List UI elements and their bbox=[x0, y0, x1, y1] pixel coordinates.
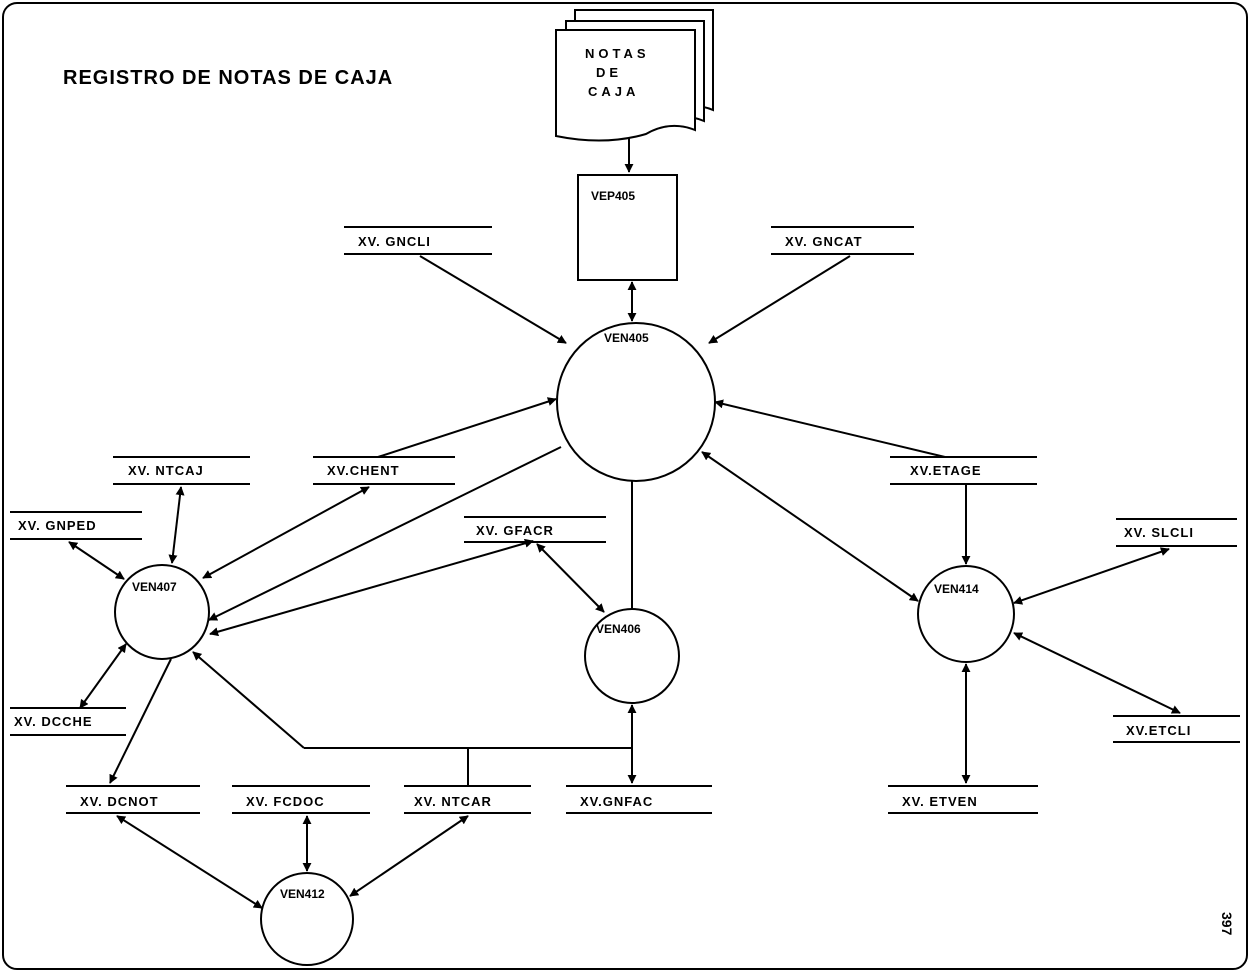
flow-etage-to-ven405 bbox=[714, 399, 946, 458]
store-label-fcdoc: XV. FCDOC bbox=[246, 794, 325, 809]
store-label-slcli: XV. SLCLI bbox=[1124, 525, 1194, 540]
store-label-etage: XV.ETAGE bbox=[910, 463, 982, 478]
store-label-gncli: XV. GNCLI bbox=[358, 234, 431, 249]
store-etage: XV.ETAGE bbox=[890, 456, 1037, 485]
flow-chent-to-ven407 bbox=[202, 486, 370, 579]
flow-etcli-to-ven414 bbox=[1013, 632, 1181, 714]
process-label-ven405: VEN405 bbox=[604, 331, 649, 345]
flow-gnped-ven407 bbox=[68, 541, 125, 580]
flow-gncat-to-ven405 bbox=[708, 255, 851, 344]
document-notas-de-caja: NOTAS DE CAJA bbox=[555, 9, 714, 142]
store-label-gfacr: XV. GFACR bbox=[476, 523, 554, 538]
store-ntcar: XV. NTCAR bbox=[404, 785, 531, 814]
store-etven: XV. ETVEN bbox=[888, 785, 1038, 814]
flow-bus-to-ven407 bbox=[192, 651, 305, 749]
store-label-etcli: XV.ETCLI bbox=[1126, 723, 1191, 738]
store-label-gncat: XV. GNCAT bbox=[785, 234, 863, 249]
store-gfacr: XV. GFACR bbox=[464, 516, 606, 543]
flow-ntcaj-ven407 bbox=[168, 486, 185, 564]
process-ven414 bbox=[917, 565, 1015, 663]
store-gnfac: XV.GNFAC bbox=[566, 785, 712, 814]
flow-ntcar-ven412 bbox=[349, 815, 469, 897]
document-line-1: NOTAS bbox=[585, 46, 650, 61]
diagram-title: REGISTRO DE NOTAS DE CAJA bbox=[63, 67, 393, 89]
flow-gncli-to-ven405 bbox=[419, 255, 567, 344]
store-label-gnped: XV. GNPED bbox=[18, 518, 97, 533]
store-dcnot: XV. DCNOT bbox=[66, 785, 200, 814]
process-label-ven412: VEN412 bbox=[280, 887, 325, 901]
store-gncat: XV. GNCAT bbox=[771, 226, 914, 255]
document-line-3: CAJA bbox=[588, 84, 639, 99]
store-etcli: XV.ETCLI bbox=[1113, 715, 1240, 743]
store-slcli: XV. SLCLI bbox=[1116, 518, 1237, 547]
process-ven412 bbox=[260, 872, 354, 966]
store-label-gnfac: XV.GNFAC bbox=[580, 794, 653, 809]
document-line-2: DE bbox=[596, 65, 622, 80]
flow-dcnot-ven412 bbox=[116, 815, 263, 909]
store-gncli: XV. GNCLI bbox=[344, 226, 492, 255]
store-dcche: XV. DCCHE bbox=[10, 707, 126, 736]
flow-slcli-ven414 bbox=[1013, 547, 1170, 605]
process-ven405 bbox=[556, 322, 716, 482]
store-label-dcnot: XV. DCNOT bbox=[80, 794, 159, 809]
store-chent: XV.CHENT bbox=[313, 456, 455, 485]
process-label-ven406: VEN406 bbox=[596, 622, 641, 636]
process-label-ven407: VEN407 bbox=[132, 580, 177, 594]
program-label-vep405: VEP405 bbox=[591, 189, 635, 203]
flow-gfacr-to-ven407 bbox=[209, 538, 534, 637]
store-fcdoc: XV. FCDOC bbox=[232, 785, 370, 814]
store-label-etven: XV. ETVEN bbox=[902, 794, 978, 809]
store-ntcaj: XV. NTCAJ bbox=[113, 456, 250, 485]
store-label-ntcaj: XV. NTCAJ bbox=[128, 463, 204, 478]
process-label-ven414: VEN414 bbox=[934, 582, 979, 596]
program-box-vep405 bbox=[577, 174, 678, 281]
process-ven407 bbox=[114, 564, 210, 660]
store-label-chent: XV.CHENT bbox=[327, 463, 400, 478]
flow-gfacr-ven406 bbox=[536, 543, 605, 613]
flow-dcche-ven407 bbox=[79, 643, 127, 709]
store-label-ntcar: XV. NTCAR bbox=[414, 794, 492, 809]
store-gnped: XV. GNPED bbox=[10, 511, 142, 540]
page-number: 397 bbox=[1219, 912, 1235, 936]
flow-chent-to-ven405 bbox=[377, 397, 557, 458]
flow-ven407-to-dcnot bbox=[109, 658, 172, 784]
flow-ven405-ven414 bbox=[701, 451, 919, 602]
store-label-dcche: XV. DCCHE bbox=[14, 714, 93, 729]
